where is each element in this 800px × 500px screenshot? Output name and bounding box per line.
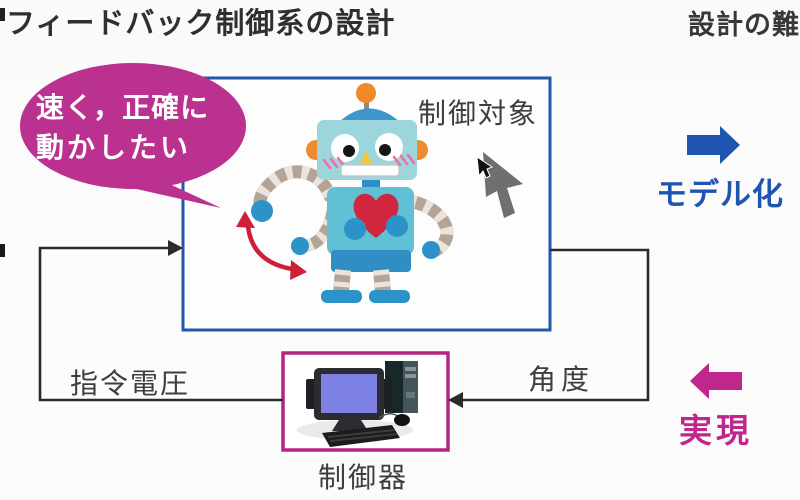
screen-artifact [0, 8, 5, 21]
robot-pupil-left [343, 145, 355, 157]
realization-label: 実現 [679, 412, 753, 449]
robot-dome [339, 108, 400, 122]
arrowhead-right [168, 240, 183, 256]
feedback-output-line [448, 248, 650, 408]
mouse-cursor-icon [476, 152, 523, 218]
speech-bubble-text-line1: 速く，正確に [36, 92, 210, 123]
robot-right-arm [402, 194, 454, 259]
right-block-arrow-icon [687, 126, 740, 164]
controller-box-label: 制御器 [318, 462, 409, 493]
robot-mouth [340, 164, 400, 177]
robot-cheeks [322, 153, 416, 170]
input-signal-label: 指令電圧 [70, 368, 191, 399]
output-signal-label: 角度 [528, 364, 595, 395]
plant-box-label: 制御対象 [418, 98, 539, 129]
robot-hand-left [344, 218, 366, 240]
robot-legs [321, 269, 410, 303]
robot-hip [331, 250, 411, 272]
arrowhead-left [448, 392, 463, 408]
modeling-label: モデル化 [656, 177, 784, 212]
speech-bubble-text-line2: 動かしたい [36, 132, 192, 163]
robot-illustration [251, 83, 454, 303]
corner-note: 設計の難 [688, 10, 800, 40]
desktop-computer-icon [297, 361, 418, 447]
robot-pupil-right [379, 144, 391, 156]
robot-antenna-ball [356, 83, 376, 103]
robot-hand-right [386, 215, 408, 237]
screen-artifact [0, 244, 5, 257]
feedback-input-line [38, 240, 283, 402]
swing-motion-arrow-icon [236, 211, 307, 280]
left-block-arrow-icon [690, 363, 742, 399]
slide-title: フィードバック制御系の設計 [6, 8, 396, 40]
robot-nose [360, 151, 372, 163]
speech-bubble [20, 63, 246, 208]
